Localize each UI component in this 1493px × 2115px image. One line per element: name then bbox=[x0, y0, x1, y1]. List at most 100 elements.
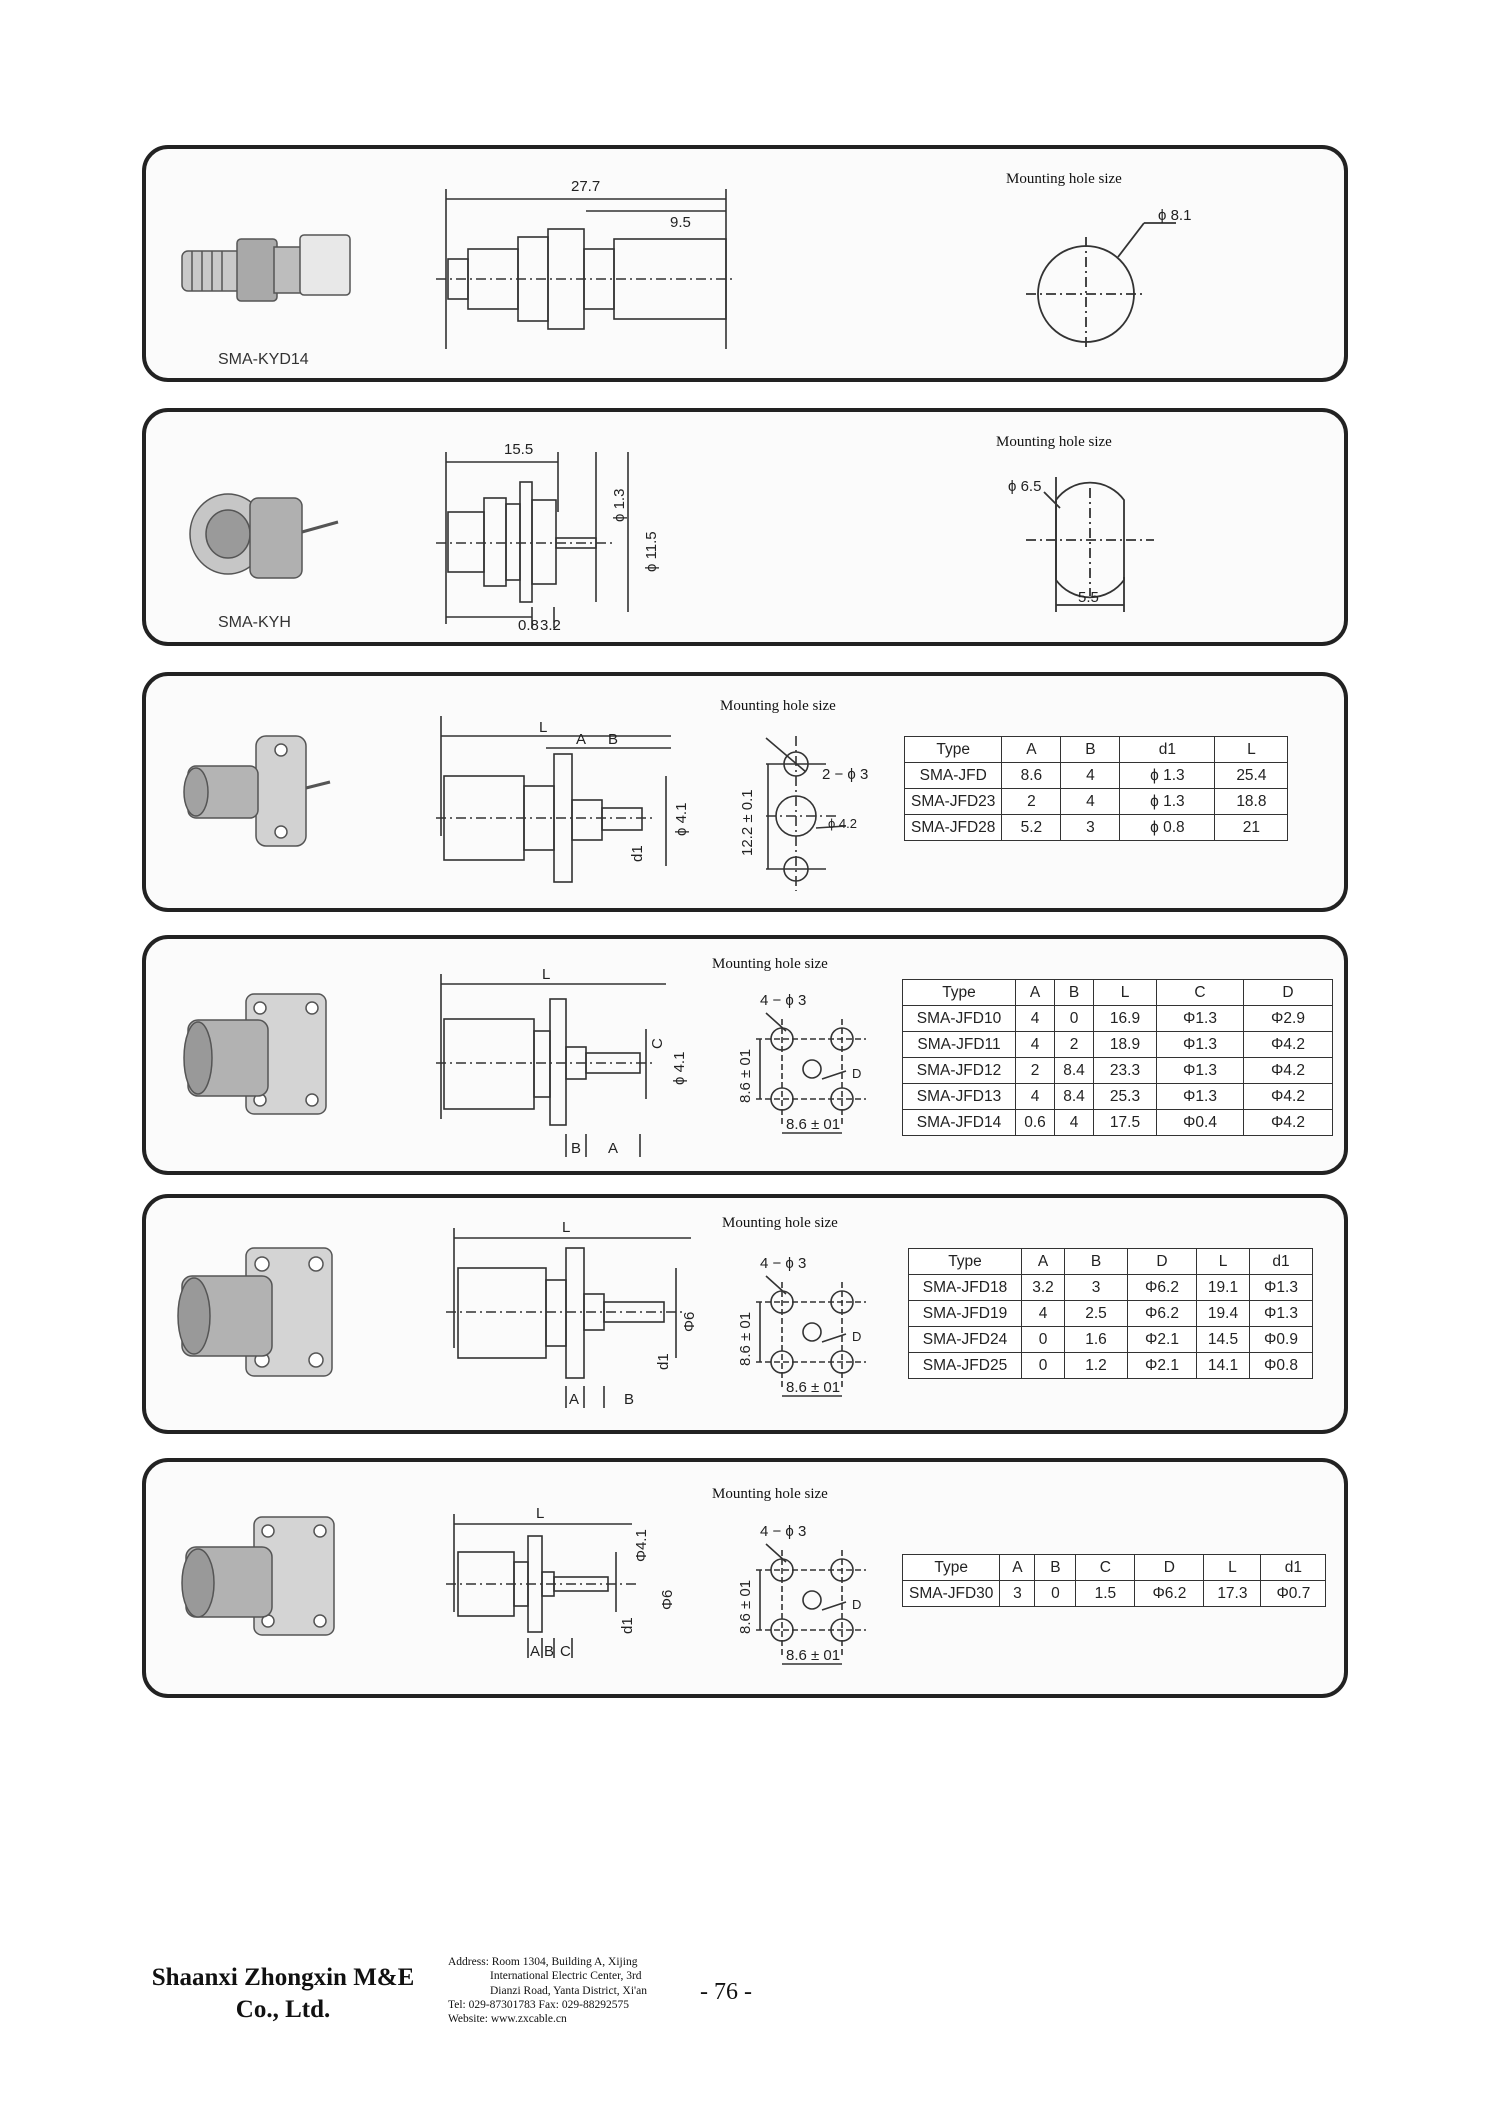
table-cell: 2.5 bbox=[1064, 1300, 1128, 1327]
dim-flange: Φ6 bbox=[681, 1312, 698, 1332]
table-cell: Φ2.9 bbox=[1243, 1005, 1333, 1032]
table-cell: 25.4 bbox=[1214, 762, 1289, 789]
dim-thickness: 0.8 bbox=[518, 617, 539, 634]
dim-pin: Φ4.1 bbox=[633, 1529, 650, 1562]
dim-a: A bbox=[576, 731, 586, 748]
side-view-drawing: 27.7 9.5 bbox=[436, 178, 736, 349]
mounting-hole-label: Mounting hole size bbox=[712, 956, 828, 972]
dim-length: L bbox=[562, 1219, 570, 1236]
hole-diameter: ϕ 8.1 bbox=[1158, 207, 1191, 224]
connector-photo bbox=[189, 493, 339, 579]
dim-a: A bbox=[608, 1140, 618, 1157]
table-cell: Φ0.4 bbox=[1156, 1109, 1244, 1136]
dim-b: B bbox=[608, 731, 618, 748]
col-c: C bbox=[1075, 1554, 1136, 1581]
col-l: L bbox=[1214, 736, 1289, 763]
col-l: L bbox=[1203, 1554, 1262, 1581]
table-row: SMA-JFD 8.6 4 ϕ 1.3 25.4 bbox=[903, 762, 1289, 789]
table-cell: 4 bbox=[1060, 788, 1121, 815]
table-cell: 21 bbox=[1214, 814, 1289, 841]
table-cell: Φ1.3 bbox=[1249, 1300, 1313, 1327]
table-cell: 5.2 bbox=[1001, 814, 1062, 841]
col-l: L bbox=[1196, 1248, 1250, 1275]
table-cell: 3 bbox=[1060, 814, 1121, 841]
product-panel-sma-jfd10: L C ϕ 4.1 B A 4 − ϕ 3 D 8.6 ± 01 8.6 ± 0… bbox=[142, 935, 1348, 1175]
table-cell: SMA-JFD13 bbox=[902, 1083, 1016, 1110]
table-cell: Φ1.3 bbox=[1156, 1083, 1244, 1110]
table-row: SMA-JFD18 3.2 3 Φ6.2 19.1 Φ1.3 bbox=[908, 1274, 1313, 1301]
table-row: SMA-JFD25 0 1.2 Φ2.1 14.1 Φ0.8 bbox=[908, 1352, 1313, 1379]
hole-spacing-h: 8.6 ± 01 bbox=[786, 1379, 840, 1396]
table-row: SMA-JFD14 0.6 4 17.5 Φ0.4 Φ4.2 bbox=[902, 1109, 1333, 1136]
table-cell: Φ0.7 bbox=[1260, 1580, 1327, 1607]
table-cell: 0 bbox=[1054, 1005, 1094, 1032]
mounting-hole-label: Mounting hole size bbox=[712, 1486, 828, 1502]
table-cell: Φ4.2 bbox=[1243, 1031, 1333, 1058]
table-cell: Φ6.2 bbox=[1127, 1300, 1197, 1327]
table-cell: SMA-JFD11 bbox=[902, 1031, 1016, 1058]
hole-pattern: 4 − ϕ 3 bbox=[760, 1523, 806, 1540]
table-cell: 14.1 bbox=[1196, 1352, 1250, 1379]
table-cell: 0.6 bbox=[1015, 1109, 1055, 1136]
side-view-drawing: 15.5 ϕ 1.3 ϕ 11.5 0.8 3.2 bbox=[436, 441, 660, 634]
table-cell: Φ4.2 bbox=[1243, 1057, 1333, 1084]
hole-spacing-v: 8.6 ± 01 bbox=[737, 1312, 754, 1366]
table-cell: SMA-JFD19 bbox=[908, 1300, 1022, 1327]
col-d1: d1 bbox=[1249, 1248, 1313, 1275]
col-d1: d1 bbox=[1119, 736, 1216, 763]
col-a: A bbox=[999, 1554, 1036, 1581]
table-cell: 8.4 bbox=[1054, 1083, 1094, 1110]
hole-center: D bbox=[852, 1329, 861, 1344]
table-cell: 4 bbox=[1060, 762, 1121, 789]
table-row: SMA-JFD19 4 2.5 Φ6.2 19.4 Φ1.3 bbox=[908, 1300, 1313, 1327]
col-d: D bbox=[1243, 979, 1333, 1006]
table-cell: SMA-JFD25 bbox=[908, 1352, 1022, 1379]
spec-table: Type A B d1 L SMA-JFD 8.6 4 ϕ 1.3 25.4 S… bbox=[903, 736, 1289, 841]
table-cell: 3 bbox=[999, 1580, 1036, 1607]
spec-table-header: Type A B C D L d1 bbox=[901, 1554, 1327, 1581]
product-panel-sma-jfd: L A B d1 ϕ 4.1 2 − ϕ 3 ϕ 4.2 12.2 ± 0.1 … bbox=[142, 672, 1348, 912]
col-a: A bbox=[1015, 979, 1055, 1006]
table-cell: 18.8 bbox=[1214, 788, 1289, 815]
hole-spacing-v: 8.6 ± 01 bbox=[737, 1049, 754, 1103]
website-link[interactable]: Website: www.zxcable.cn bbox=[448, 2013, 567, 2026]
mounting-hole-label: Mounting hole size bbox=[1006, 171, 1122, 187]
table-cell: 19.4 bbox=[1196, 1300, 1250, 1327]
side-view-drawing: L A B d1 ϕ 4.1 bbox=[436, 716, 690, 883]
dim-d1: d1 bbox=[629, 845, 646, 862]
mounting-hole-drawing: 2 − ϕ 3 ϕ 4.2 12.2 ± 0.1 bbox=[739, 736, 868, 891]
hole-spacing-h: 8.6 ± 01 bbox=[786, 1116, 840, 1133]
dim-pin: ϕ 1.3 bbox=[611, 489, 628, 522]
mounting-hole-drawing: 4 − ϕ 3 D 8.6 ± 01 8.6 ± 01 bbox=[737, 1523, 866, 1665]
dim-b: B bbox=[544, 1643, 554, 1660]
table-cell: 4 bbox=[1021, 1300, 1065, 1327]
mounting-hole-drawing: ϕ 8.1 bbox=[1026, 207, 1191, 349]
connector-photo bbox=[181, 1516, 335, 1636]
table-cell: 1.2 bbox=[1064, 1352, 1128, 1379]
mounting-hole-drawing: 4 − ϕ 3 D 8.6 ± 01 8.6 ± 01 bbox=[737, 1255, 866, 1397]
spec-table: Type A B L C D SMA-JFD10 4 0 16.9 Φ1.3 Φ… bbox=[902, 979, 1333, 1136]
table-cell: Φ2.1 bbox=[1127, 1326, 1197, 1353]
table-cell: 2 bbox=[1015, 1057, 1055, 1084]
col-d: D bbox=[1127, 1248, 1197, 1275]
product-panel-sma-kyh: 15.5 ϕ 1.3 ϕ 11.5 0.8 3.2 ϕ 6.5 5.5 SMA-… bbox=[142, 408, 1348, 646]
table-cell: Φ6.2 bbox=[1134, 1580, 1205, 1607]
spec-table-header: Type A B L C D bbox=[902, 979, 1333, 1006]
hole-pair: 2 − ϕ 3 bbox=[822, 766, 868, 783]
product-caption: SMA-KYH bbox=[218, 614, 291, 631]
table-cell: Φ0.8 bbox=[1249, 1352, 1313, 1379]
address-line2: International Electric Center, 3rd bbox=[490, 1970, 642, 1983]
table-cell: 3.2 bbox=[1021, 1274, 1065, 1301]
table-cell: 1.6 bbox=[1064, 1326, 1128, 1353]
product-panel-sma-jfd30: L Φ4.1 Φ6 d1 A B C 4 − ϕ 3 D 8.6 ± 01 8.… bbox=[142, 1458, 1348, 1698]
dim-flange: ϕ 11.5 bbox=[643, 531, 660, 572]
col-type: Type bbox=[902, 979, 1016, 1006]
dim-d1: d1 bbox=[655, 1353, 672, 1370]
table-cell: Φ1.3 bbox=[1156, 1005, 1244, 1032]
address-line1: Address: Room 1304, Building A, Xijing bbox=[448, 1956, 638, 1968]
table-cell: 17.5 bbox=[1093, 1109, 1157, 1136]
dim-c: C bbox=[560, 1643, 571, 1660]
hole-pattern: 4 − ϕ 3 bbox=[760, 992, 806, 1009]
dim-b: B bbox=[571, 1140, 581, 1157]
spec-table-header: Type A B d1 L bbox=[903, 736, 1289, 763]
